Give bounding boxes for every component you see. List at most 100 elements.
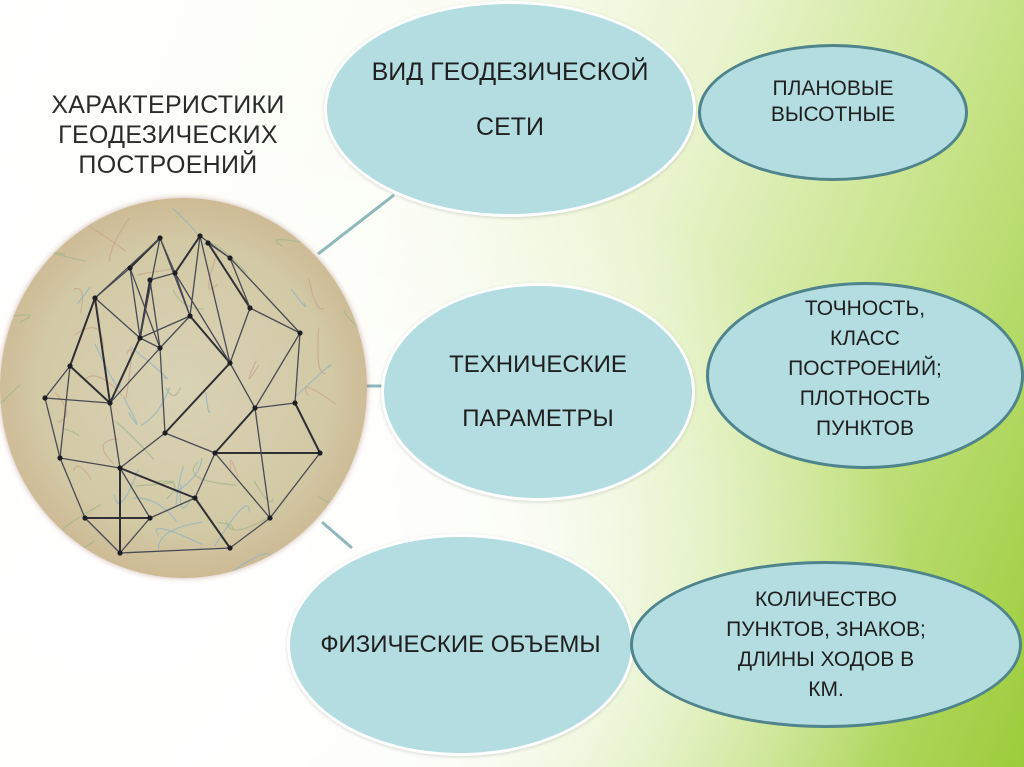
map-terrain-line	[192, 461, 237, 486]
network-point	[157, 345, 163, 351]
detail-network-type: ПЛАНОВЫЕ ВЫСОТНЫЕ	[698, 44, 968, 181]
network-point	[187, 313, 193, 319]
network-edge	[59, 457, 86, 519]
network-edge	[129, 267, 141, 339]
network-edge	[109, 337, 141, 404]
map-terrain-line	[133, 497, 178, 522]
network-edge	[207, 242, 231, 259]
node-network-type-line-2: СЕТИ	[476, 113, 544, 141]
map-terrain-line	[179, 484, 191, 509]
node-technical-parameters-line-1: ТЕХНИЧЕСКИЕ	[449, 351, 627, 378]
map-terrain-line	[37, 529, 43, 578]
network-point	[107, 400, 113, 406]
network-edge	[109, 402, 121, 469]
title-line-1: ХАРАКТЕРИСТИКИ	[51, 91, 285, 119]
network-edge	[119, 467, 196, 499]
network-point	[197, 233, 203, 239]
network-edge	[229, 257, 251, 309]
map-terrain-line	[248, 360, 260, 380]
detail-technical-parameters-line-2: КЛАСС	[830, 326, 900, 350]
map-terrain-line	[317, 328, 327, 374]
title-line-2: ГЕОДЕЗИЧЕСКИХ	[58, 121, 278, 149]
map-terrain-line	[140, 386, 171, 427]
map-terrain-line	[40, 525, 59, 555]
map-terrain-line	[208, 249, 219, 290]
map-terrain-line	[55, 392, 68, 423]
network-point	[292, 400, 298, 406]
network-edge	[94, 297, 141, 339]
detail-physical-volumes-line-3: ДЛИНЫ ХОДОВ В	[737, 647, 915, 671]
network-edge	[199, 235, 231, 364]
detail-physical-volumes-line-2: ПУНКТОВ, ЗНАКОВ;	[726, 617, 926, 641]
network-edge	[174, 272, 231, 364]
map-terrain-line	[0, 383, 21, 405]
network-edge	[119, 547, 231, 554]
map-terrain-line	[287, 212, 295, 229]
map-terrain-line	[83, 375, 123, 397]
map-terrain-line	[125, 348, 132, 399]
map-terrain-line	[102, 438, 119, 465]
map-terrain-line	[290, 288, 307, 308]
map-terrain-line	[205, 391, 211, 413]
geodetic-network-map	[0, 198, 367, 578]
map-terrain-line	[115, 420, 154, 460]
network-edge	[174, 235, 201, 274]
detail-physical-volumes-line-1: КОЛИЧЕСТВО	[755, 587, 897, 611]
network-edge	[119, 432, 166, 469]
map-terrain-line	[304, 386, 337, 405]
network-point	[247, 305, 253, 311]
network-point	[205, 240, 211, 246]
map-terrain-line	[157, 521, 203, 550]
network-edge	[44, 397, 111, 404]
map-terrain-line	[175, 466, 185, 505]
network-edge	[159, 347, 166, 434]
network-point	[172, 270, 178, 276]
map-terrain-line	[295, 364, 332, 397]
network-point	[157, 235, 163, 241]
network-edge	[59, 457, 121, 469]
network-edge	[119, 517, 151, 554]
map-terrain-line	[225, 553, 272, 577]
network-edge	[189, 235, 201, 317]
network-edge	[139, 315, 191, 339]
network-edge	[94, 297, 111, 404]
network-edge	[164, 432, 216, 454]
map-terrain-line	[165, 387, 181, 397]
network-point	[252, 405, 258, 411]
network-point	[117, 550, 123, 556]
detail-physical-volumes-line-4: КМ.	[808, 677, 844, 701]
map-terrain-line	[229, 459, 239, 478]
connector-map-to-vid	[317, 193, 395, 256]
detail-technical-parameters-line-4: ПЛОТНОСТЬ	[799, 386, 931, 410]
map-terrain-line	[130, 346, 168, 380]
network-edge	[294, 332, 301, 404]
network-point	[227, 255, 233, 261]
network-point	[227, 360, 233, 366]
network-edge	[194, 497, 231, 549]
network-edge	[69, 365, 111, 404]
map-terrain-line	[217, 521, 234, 530]
map-terrain-line	[62, 428, 80, 437]
network-point	[317, 450, 323, 456]
network-edge	[229, 257, 301, 334]
map-terrain-line	[155, 527, 203, 545]
detail-physical-volumes: КОЛИЧЕСТВО ПУНКТОВ, ЗНАКОВ; ДЛИНЫ ХОДОВ …	[630, 561, 1022, 728]
map-terrain-line	[317, 495, 349, 510]
map-terrain-line	[77, 286, 91, 305]
network-point	[137, 335, 143, 341]
network-edge	[254, 332, 301, 409]
map-terrain-line	[113, 469, 139, 504]
network-edge	[69, 297, 96, 367]
map-terrain-line	[0, 314, 31, 323]
network-point	[227, 545, 233, 551]
map-terrain-line	[59, 504, 101, 535]
map-terrain-line	[94, 343, 121, 389]
node-network-type: ВИД ГЕОДЕЗИЧЕСКОЙ СЕТИ	[324, 1, 696, 217]
slide-title: ХАРАКТЕРИСТИКИ ГЕОДЕЗИЧЕСКИХ ПОСТРОЕНИЙ	[18, 90, 318, 180]
network-point	[147, 277, 153, 283]
network-edge	[149, 272, 176, 281]
network-edge	[254, 402, 296, 409]
network-edge	[59, 365, 71, 459]
network-point	[42, 395, 48, 401]
